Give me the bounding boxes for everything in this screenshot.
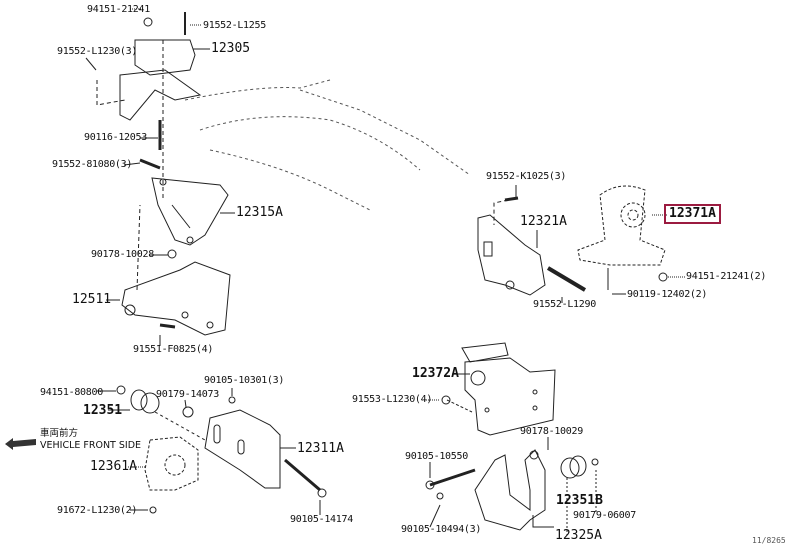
bracket-12511: [121, 204, 231, 336]
mount-12371A: [577, 185, 668, 290]
part-label-90116-12053[interactable]: 90116-12053: [84, 132, 147, 143]
front-arrow-icon: [5, 438, 36, 450]
part-label-91552-L1230-3[interactable]: 91552-L1230(3): [57, 46, 138, 57]
part-label-90178-10029[interactable]: 90178-10029: [520, 426, 583, 437]
part-label-12351[interactable]: 12351: [83, 403, 123, 418]
bracket-12325A: [425, 449, 599, 531]
part-label-12321A[interactable]: 12321A: [520, 214, 567, 229]
mount-12361A: [144, 436, 199, 514]
part-label-90119-12402-2[interactable]: 90119-12402(2): [627, 289, 708, 300]
bracket-12311A: [204, 396, 327, 498]
vehicle-front-label-en: VEHICLE FRONT SIDE: [40, 440, 142, 451]
part-label-12511[interactable]: 12511: [72, 292, 112, 307]
part-label-12372A[interactable]: 12372A: [412, 366, 459, 381]
bushing-12351: [116, 385, 206, 441]
part-label-94151-21241-2[interactable]: 94151-21241(2): [686, 271, 767, 282]
part-label-12305[interactable]: 12305: [211, 41, 251, 56]
leader-lines: [85, 8, 685, 535]
engine-outline: [184, 79, 471, 211]
part-label-91551-F0825-4[interactable]: 91551-F0825(4): [133, 344, 214, 355]
bracket-12315A: [151, 177, 229, 259]
part-label-90179-14073[interactable]: 90179-14073: [156, 389, 219, 400]
part-label-91552-L1255[interactable]: 91552-L1255: [203, 20, 266, 31]
mount-12372A: [441, 342, 556, 436]
part-label-90105-10494-3[interactable]: 90105-10494(3): [401, 524, 482, 535]
mount-12305: [96, 12, 202, 200]
part-label-90105-10301-3[interactable]: 90105-10301(3): [204, 375, 285, 386]
part-label-12351B[interactable]: 12351B: [556, 493, 603, 508]
part-label-91672-L1230-2[interactable]: 91672-L1230(2): [57, 505, 138, 516]
vehicle-front-label-jp: 車両前方: [40, 428, 79, 439]
part-label-91552-K1025-3[interactable]: 91552-K1025(3): [486, 171, 567, 182]
diagram-code: 11/8265: [752, 536, 786, 545]
part-label-90178-10028[interactable]: 90178-10028: [91, 249, 154, 260]
part-label-94151-21241[interactable]: 94151-21241: [87, 4, 150, 15]
part-label-91553-L1230-4[interactable]: 91553-L1230(4): [352, 394, 433, 405]
part-label-12361A[interactable]: 12361A: [90, 459, 137, 474]
part-label-12371A-highlighted[interactable]: 12371A: [664, 204, 721, 224]
bracket-12321A: [477, 196, 587, 296]
part-label-90105-10550[interactable]: 90105-10550: [405, 451, 468, 462]
part-label-12311A[interactable]: 12311A: [297, 441, 344, 456]
part-label-90179-06007[interactable]: 90179-06007: [573, 510, 636, 521]
part-label-94151-80800[interactable]: 94151-80800: [40, 387, 103, 398]
part-label-91552-81080-3[interactable]: 91552-81080(3): [52, 159, 133, 170]
part-label-12325A[interactable]: 12325A: [555, 528, 602, 543]
part-label-91552-L1290[interactable]: 91552-L1290: [533, 299, 596, 310]
part-label-90105-14174[interactable]: 90105-14174: [290, 514, 353, 525]
part-label-12315A[interactable]: 12315A: [236, 205, 283, 220]
